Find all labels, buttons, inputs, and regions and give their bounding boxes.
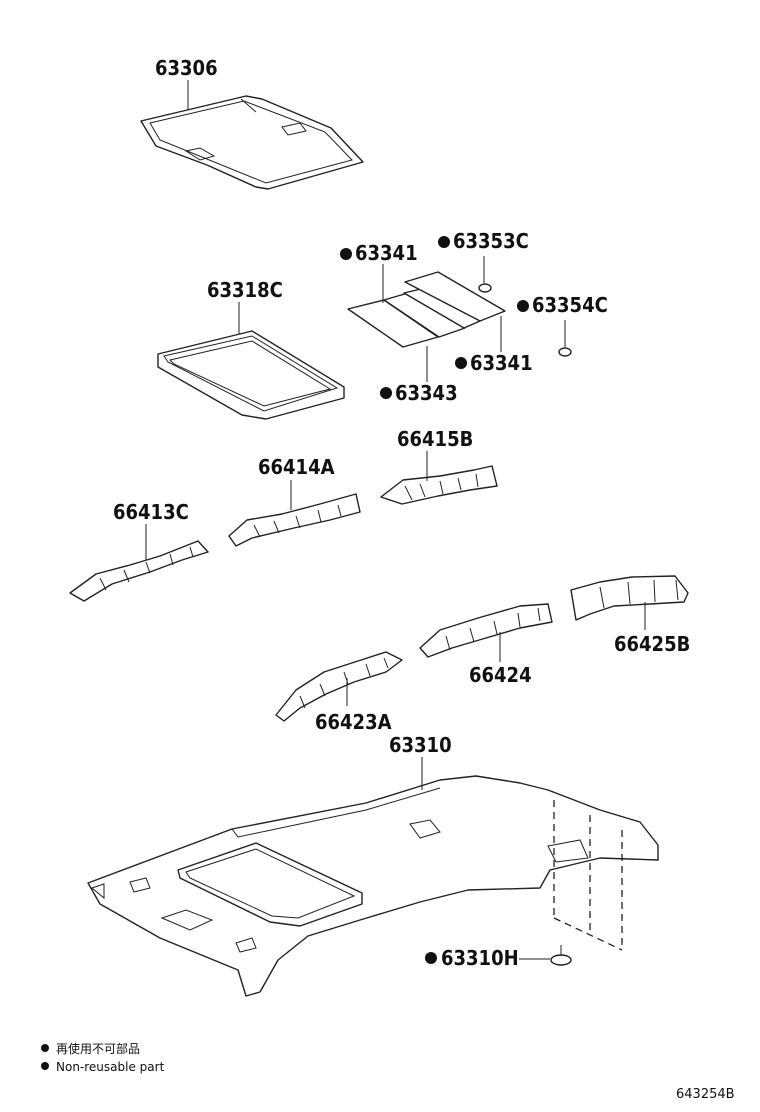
- part-63306-drawing: [140, 95, 364, 190]
- legend-dot-en: [41, 1062, 49, 1070]
- part-66425b-drawing: [570, 575, 689, 621]
- label-66413c: 66413C: [113, 500, 189, 524]
- figure-id: 643254B: [676, 1087, 735, 1102]
- label-63318c: 63318C: [207, 278, 283, 302]
- non-reusable-dot-63341-bottom: [455, 357, 467, 369]
- label-66415b: 66415B: [397, 427, 473, 451]
- part-66415b-drawing: [380, 465, 498, 505]
- part-63310-headliner-drawing: [87, 775, 659, 997]
- label-63354c: 63354C: [532, 293, 608, 317]
- part-66424-drawing: [419, 603, 553, 658]
- non-reusable-dot-63310h: [425, 952, 437, 964]
- label-63341-top: 63341: [355, 241, 418, 265]
- part-66423a-drawing: [275, 651, 403, 722]
- part-66414a-drawing: [228, 493, 361, 547]
- headliner-dashed-guides: [553, 800, 623, 951]
- label-63353c: 63353C: [453, 229, 529, 253]
- label-63306: 63306: [155, 56, 218, 80]
- non-reusable-dot-63354c: [517, 300, 529, 312]
- label-63341-bottom: 63341: [470, 351, 533, 375]
- part-66413c-drawing: [69, 540, 209, 602]
- legend-text-en: Non-reusable part: [56, 1060, 165, 1074]
- legend-dot-cn: [41, 1044, 49, 1052]
- label-63310h: 63310H: [441, 946, 519, 970]
- part-63354c-clip: [558, 347, 572, 357]
- part-63353c-clip: [478, 283, 492, 293]
- part-63318c-drawing: [157, 330, 345, 420]
- label-63310: 63310: [389, 733, 452, 757]
- non-reusable-dot-63343: [380, 387, 392, 399]
- label-66414a: 66414A: [258, 455, 335, 479]
- legend-text-cn: 再使用不可部品: [56, 1041, 140, 1056]
- part-63310h-clip-drawing: [550, 945, 572, 966]
- label-66425b: 66425B: [614, 632, 690, 656]
- non-reusable-dot-63353c: [438, 236, 450, 248]
- label-63343: 63343: [395, 381, 458, 405]
- label-66423a: 66423A: [315, 710, 392, 734]
- non-reusable-dot-63341-top: [340, 248, 352, 260]
- part-pads-drawing: [347, 271, 506, 348]
- label-66424: 66424: [469, 663, 532, 687]
